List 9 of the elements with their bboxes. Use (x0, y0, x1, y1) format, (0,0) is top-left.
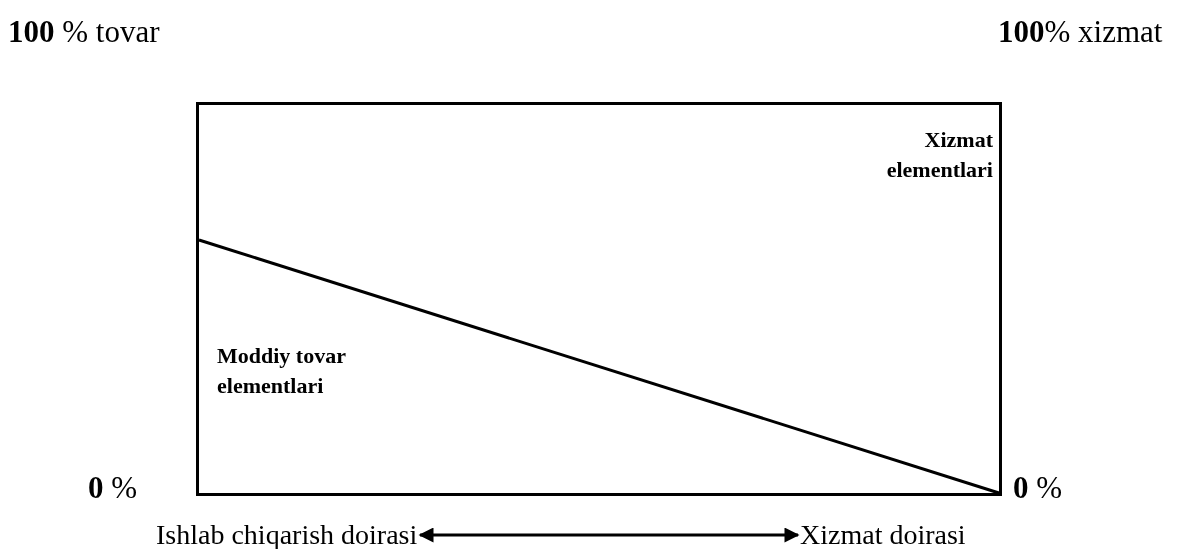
percent-label: 100 % tovar (8, 14, 160, 50)
region-label: Xizmat elementlari (885, 126, 993, 184)
double-arrow (418, 527, 800, 543)
axis-end-label: Xizmat doirasi (800, 519, 966, 549)
chart-frame (196, 102, 1002, 496)
region-label: Moddiy tovar elementlari (217, 342, 347, 400)
percent-label: 100% xizmat (998, 14, 1163, 50)
percent-label: 0 % (88, 470, 138, 506)
percent-label: 0 % (1013, 470, 1063, 506)
